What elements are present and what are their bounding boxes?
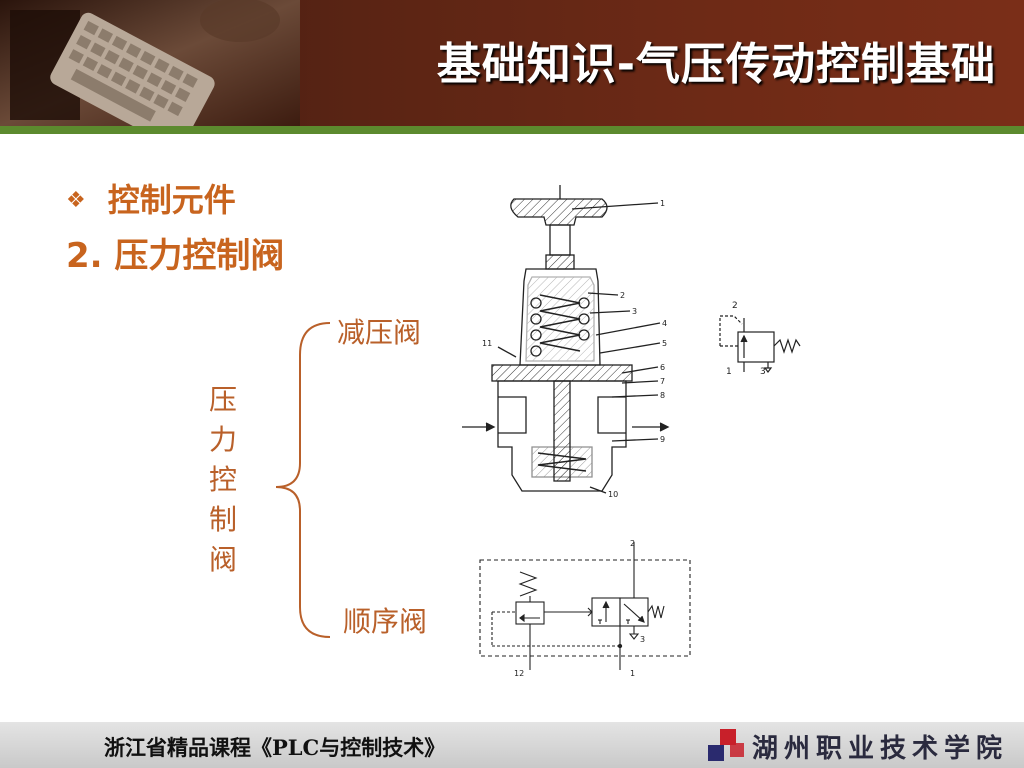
callout-6: 6 [660, 363, 665, 372]
header-green-band [0, 126, 1024, 134]
vertical-char: 控 [208, 463, 237, 496]
port-12: 12 [514, 669, 524, 678]
callout-9: 9 [660, 435, 665, 444]
course-name: 浙江省精品课程《PLC与控制技术》 [104, 735, 446, 760]
callout-1: 1 [660, 199, 665, 208]
vertical-char: 阀 [208, 543, 237, 576]
callout-5: 5 [662, 339, 667, 348]
bullet-pressure-valve: 2. 压力控制阀 [66, 236, 285, 276]
diamond-bullet-icon: ❖ [66, 188, 86, 213]
school-name: 湖州职业技术学院 [752, 734, 1009, 764]
school-logo-icon [708, 729, 744, 761]
port-3: 3 [760, 367, 766, 376]
callout-7: 7 [660, 377, 665, 386]
sequence-valve-symbol: 2 3 12 1 [479, 539, 691, 678]
curly-brace [275, 322, 331, 638]
reducing-valve-symbol: 2 1 3 [719, 301, 801, 376]
reducing-valve-cross-section: 1 2 3 4 5 6 7 8 9 10 11 [462, 185, 670, 499]
vertical-char: 力 [208, 423, 237, 456]
port-2: 2 [630, 539, 635, 548]
port-3: 3 [640, 635, 645, 644]
footer-bar [0, 722, 1024, 768]
callout-3: 3 [632, 307, 637, 316]
vertical-label-pressure-control-valve: 压 力 控 制 阀 [206, 380, 240, 580]
callout-4: 4 [662, 319, 667, 328]
callout-2: 2 [620, 291, 625, 300]
label-sequence-valve: 顺序阀 [343, 605, 428, 638]
port-1: 1 [726, 367, 732, 376]
label-reducing-valve: 减压阀 [337, 316, 422, 349]
vertical-char: 制 [208, 503, 237, 536]
bullet-text: 控制元件 [107, 181, 236, 219]
port-1: 1 [630, 669, 635, 678]
keyboard-photo [0, 0, 300, 126]
vertical-char: 压 [208, 383, 237, 416]
callout-11: 11 [482, 339, 492, 348]
callout-8: 8 [660, 391, 665, 400]
slide-title: 基础知识-气压传动控制基础 [436, 39, 996, 90]
callout-10: 10 [608, 490, 618, 499]
bullet-control-elements: ❖ 控制元件 [66, 175, 236, 221]
port-2: 2 [732, 301, 738, 311]
